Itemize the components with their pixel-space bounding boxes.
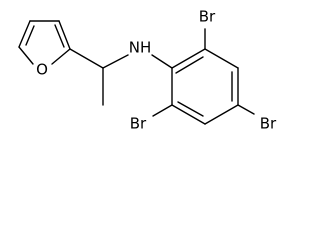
- benzene-ring: [151, 48, 239, 125]
- bond-ch-to-nh: [102, 54, 129, 69]
- benzene-bond-c1-c2: [171, 48, 206, 69]
- bond-ring-to-bromine-bottom-left: [152, 104, 173, 117]
- bromine-top-label: Br: [199, 8, 216, 26]
- bromine-bonds: [152, 28, 255, 117]
- furan-bond-c2-c3: [58, 20, 71, 50]
- furan-bond-c5-o: [18, 46, 34, 65]
- benzene-bond-c4-c5: [204, 104, 239, 125]
- bromine-right-label: Br: [260, 115, 277, 133]
- furan-bond-c4-c5: [18, 20, 31, 48]
- benzene-bond-c5-c6-inner: [177, 101, 204, 117]
- ethyl-linker: [69, 48, 129, 106]
- benzene-bond-c5-c6: [171, 104, 206, 125]
- structure-diagram: O NH Br Br Br: [18, 8, 277, 133]
- furan-ring: [18, 20, 71, 65]
- oxygen-label: O: [36, 61, 48, 79]
- amine-label: NH: [129, 39, 152, 57]
- furan-bond-o-c2: [51, 48, 71, 65]
- furan-bond-c2-c3-inner: [54, 24, 65, 48]
- furan-bond-c4-c5-inner: [25, 25, 35, 46]
- bond-nh-to-ring: [151, 54, 173, 69]
- benzene-bond-c1-c2-inner: [175, 56, 204, 74]
- bond-ring-to-bromine-right: [237, 104, 255, 115]
- bond-furan-to-ch: [69, 48, 104, 69]
- bromine-bottom-left-label: Br: [130, 115, 147, 133]
- benzene-bond-c2-c3: [204, 48, 239, 69]
